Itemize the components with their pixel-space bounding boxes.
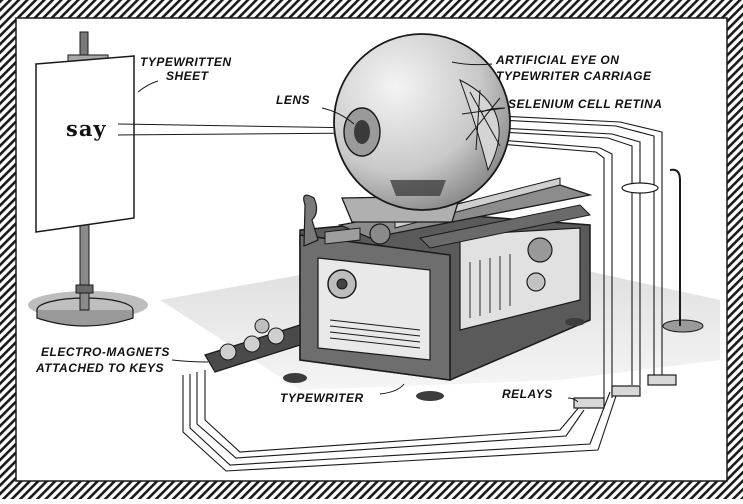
electro-magnets-label-line2: ATTACHED TO KEYS — [35, 361, 164, 375]
artificial-eye-label-line1: ARTIFICIAL EYE ON — [495, 53, 619, 67]
typewritten-sheet-label-line1: TYPEWRITTEN — [140, 55, 232, 69]
leader-lines — [137, 61, 579, 403]
relay-2 — [611, 385, 641, 397]
electro-magnets — [204, 318, 301, 373]
sheet-text: say — [66, 116, 107, 141]
electro-magnets-label-line1: ELECTRO-MAGNETS — [41, 345, 170, 359]
selenium-retina — [461, 89, 506, 151]
relays-label: RELAYS — [502, 387, 553, 401]
artificial-eye-label-line2: TYPEWRITER CARRIAGE — [496, 69, 652, 83]
typewriter — [283, 214, 591, 401]
labels: TYPEWRITTEN SHEET LENS ARTIFICIAL EYE ON… — [35, 53, 662, 405]
wires — [182, 115, 663, 472]
relay-3 — [647, 374, 677, 386]
relay-1 — [573, 397, 605, 409]
wire-stand — [621, 168, 704, 333]
typewritten-sheet: say — [35, 55, 135, 233]
relays — [573, 374, 677, 409]
typewritten-sheet-label-line2: SHEET — [166, 69, 210, 83]
typewriter-label: TYPEWRITER — [280, 391, 364, 405]
selenium-retina-label: SELENIUM CELL RETINA — [508, 97, 662, 111]
artificial-eye — [333, 33, 511, 223]
lens-label: LENS — [276, 93, 310, 107]
